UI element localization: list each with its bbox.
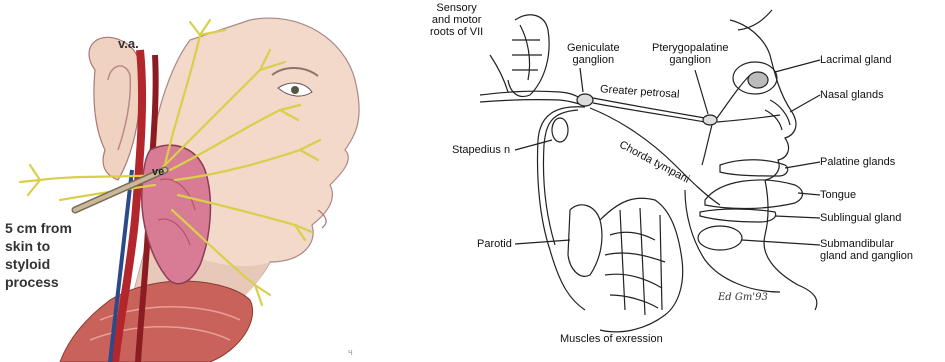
- left-illustration-panel: ч v.a. ve 5 cm from skin to styloid proc…: [0, 0, 370, 362]
- facial-anatomy-illustration: ч: [0, 0, 370, 362]
- svg-text:ч: ч: [348, 347, 353, 357]
- distance-line-2: skin to: [5, 237, 72, 255]
- pterygopalatine-line-1: Pterygopalatine: [652, 42, 728, 54]
- geniculate-line-1: Geniculate: [567, 42, 620, 54]
- label-stapedius-n: Stapedius n: [452, 144, 510, 156]
- label-geniculate-ganglion: Geniculate ganglion: [567, 42, 620, 66]
- label-sensory-motor-roots: Sensory and motor roots of VII: [430, 2, 483, 38]
- label-ve: ve: [152, 166, 164, 178]
- label-submandibular-gland: Submandibular gland and ganglion: [820, 238, 913, 262]
- label-nasal-glands: Nasal glands: [820, 89, 884, 101]
- submandibular-line-1: Submandibular: [820, 238, 913, 250]
- distance-line-4: process: [5, 273, 72, 291]
- sensory-line-1: Sensory: [430, 2, 483, 14]
- sensory-line-3: roots of VII: [430, 26, 483, 38]
- label-pterygopalatine-ganglion: Pterygopalatine ganglion: [652, 42, 728, 66]
- sensory-line-2: and motor: [430, 14, 483, 26]
- pterygopalatine-line-2: ganglion: [652, 54, 728, 66]
- label-va: v.a.: [118, 36, 139, 51]
- label-distance-note: 5 cm from skin to styloid process: [5, 219, 72, 291]
- submandibular-line-2: gland and ganglion: [820, 250, 913, 262]
- label-palatine-glands: Palatine glands: [820, 156, 895, 168]
- label-muscles-of-expression: Muscles of exression: [560, 333, 663, 345]
- label-tongue: Tongue: [820, 189, 856, 201]
- geniculate-line-2: ganglion: [567, 54, 620, 66]
- distance-line-1: 5 cm from: [5, 219, 72, 237]
- label-lacrimal-gland: Lacrimal gland: [820, 54, 892, 66]
- distance-line-3: styloid: [5, 255, 72, 273]
- label-parotid: Parotid: [477, 238, 512, 250]
- artist-signature: Ed Gm'93: [717, 292, 768, 303]
- right-illustration-panel: Ed Gm'93 Sensory and motor roots of VII …: [420, 0, 945, 362]
- label-sublingual-gland: Sublingual gland: [820, 212, 901, 224]
